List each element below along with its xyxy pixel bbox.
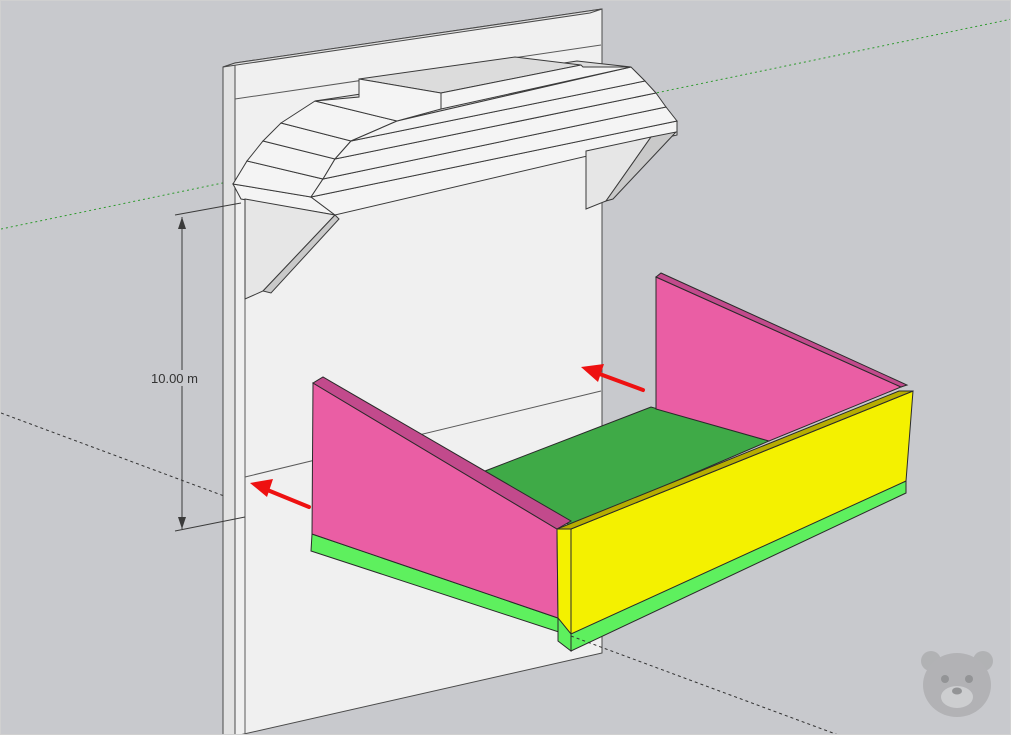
dimension-label: 10.00 m	[151, 371, 198, 386]
box-side-left-top	[312, 376, 573, 530]
left-bracket[interactable]	[244, 198, 340, 300]
stepped-canopy[interactable]	[232, 56, 678, 216]
arrow-right-shaft	[595, 371, 645, 392]
box-front-left-edge	[556, 528, 572, 636]
planter-box[interactable]	[310, 272, 914, 653]
dimension-extension-top	[174, 202, 242, 216]
dimension-arrow-bottom	[178, 517, 186, 529]
right-bracket-edge	[604, 131, 678, 202]
dimension-arrow-top	[178, 217, 186, 229]
bear-face-icon	[921, 651, 993, 717]
arrow-left-head	[250, 479, 273, 497]
wall-top-face	[222, 8, 603, 68]
dimension-label-bg	[149, 370, 215, 386]
arrow-right-head	[581, 364, 604, 382]
left-bracket-edge	[262, 214, 340, 294]
arrow-left-shaft	[263, 487, 311, 509]
canopy-layer-5-right	[350, 66, 647, 142]
direction-arrow-left	[250, 479, 311, 509]
red-axis-dashed	[1, 412, 252, 507]
wall-edge-face	[222, 62, 236, 734]
wall-projection-line	[244, 390, 602, 478]
box-side-right-top	[655, 272, 909, 388]
dimension-annotation[interactable]: 10.00 m	[149, 202, 246, 532]
right-bracket[interactable]	[585, 131, 678, 210]
direction-arrow-right	[581, 364, 645, 392]
dimension-extension-bottom	[174, 516, 246, 532]
canopy-top-slab-right	[440, 64, 632, 110]
